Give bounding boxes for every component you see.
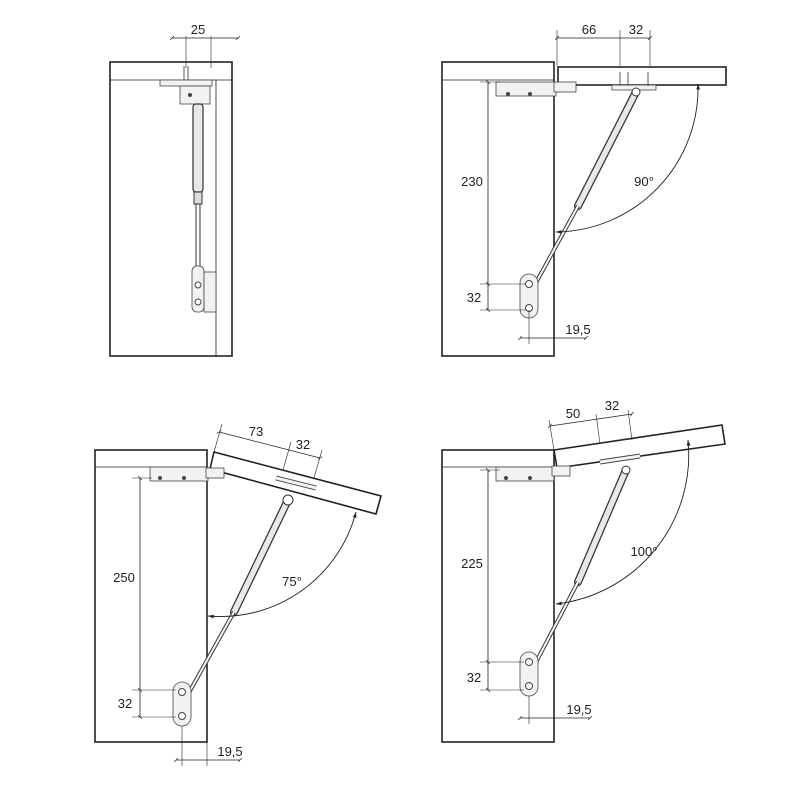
bottom-bracket: [519, 273, 539, 319]
top-hinge: [159, 79, 213, 105]
dim-height: 230: [461, 174, 483, 189]
lid-open-100: [553, 424, 726, 469]
dim-height: 250: [113, 570, 135, 585]
bottom-bracket: [191, 265, 217, 313]
dim-top-b: 32: [605, 398, 619, 413]
angle-arc: [555, 439, 691, 606]
dim-offset: 19,5: [565, 322, 590, 337]
dim-offset: 19,5: [217, 744, 242, 759]
gas-strut-closed: [192, 103, 204, 269]
angle-arc: [207, 511, 357, 619]
dim-top-a: 73: [249, 424, 263, 439]
panel-open-100: 100° 50 32 225 32 19,5: [441, 398, 726, 743]
dim-angle: 75°: [282, 574, 302, 589]
dim-angle: 90°: [634, 174, 654, 189]
lid-open-90: [557, 66, 727, 86]
dim-bottom: 32: [118, 696, 132, 711]
dim-closed-top: 25: [191, 22, 205, 37]
panel-open-90: 90° 66 32 230 32 19,5: [441, 22, 727, 357]
angle-arc: [555, 83, 701, 234]
dim-angle: 100°: [631, 544, 658, 559]
panel-closed: 25: [109, 22, 241, 357]
cabinet-body: [441, 61, 555, 357]
bottom-bracket: [172, 681, 192, 727]
bottom-bracket: [519, 651, 539, 697]
dim-offset: 19,5: [566, 702, 591, 717]
cabinet-body: [441, 449, 555, 743]
dim-height: 225: [461, 556, 483, 571]
panel-open-75: 75° 73 32 250 32 19,5: [94, 423, 382, 766]
dim-top-b: 32: [629, 22, 643, 37]
top-hinge: [495, 465, 571, 482]
dim-bottom: 32: [467, 290, 481, 305]
dim-top-a: 66: [582, 22, 596, 37]
dim-top-b: 32: [296, 437, 310, 452]
top-hinge: [495, 81, 577, 97]
top-hinge: [149, 466, 225, 482]
dim-top-a: 50: [566, 406, 580, 421]
dim-bottom: 32: [467, 670, 481, 685]
